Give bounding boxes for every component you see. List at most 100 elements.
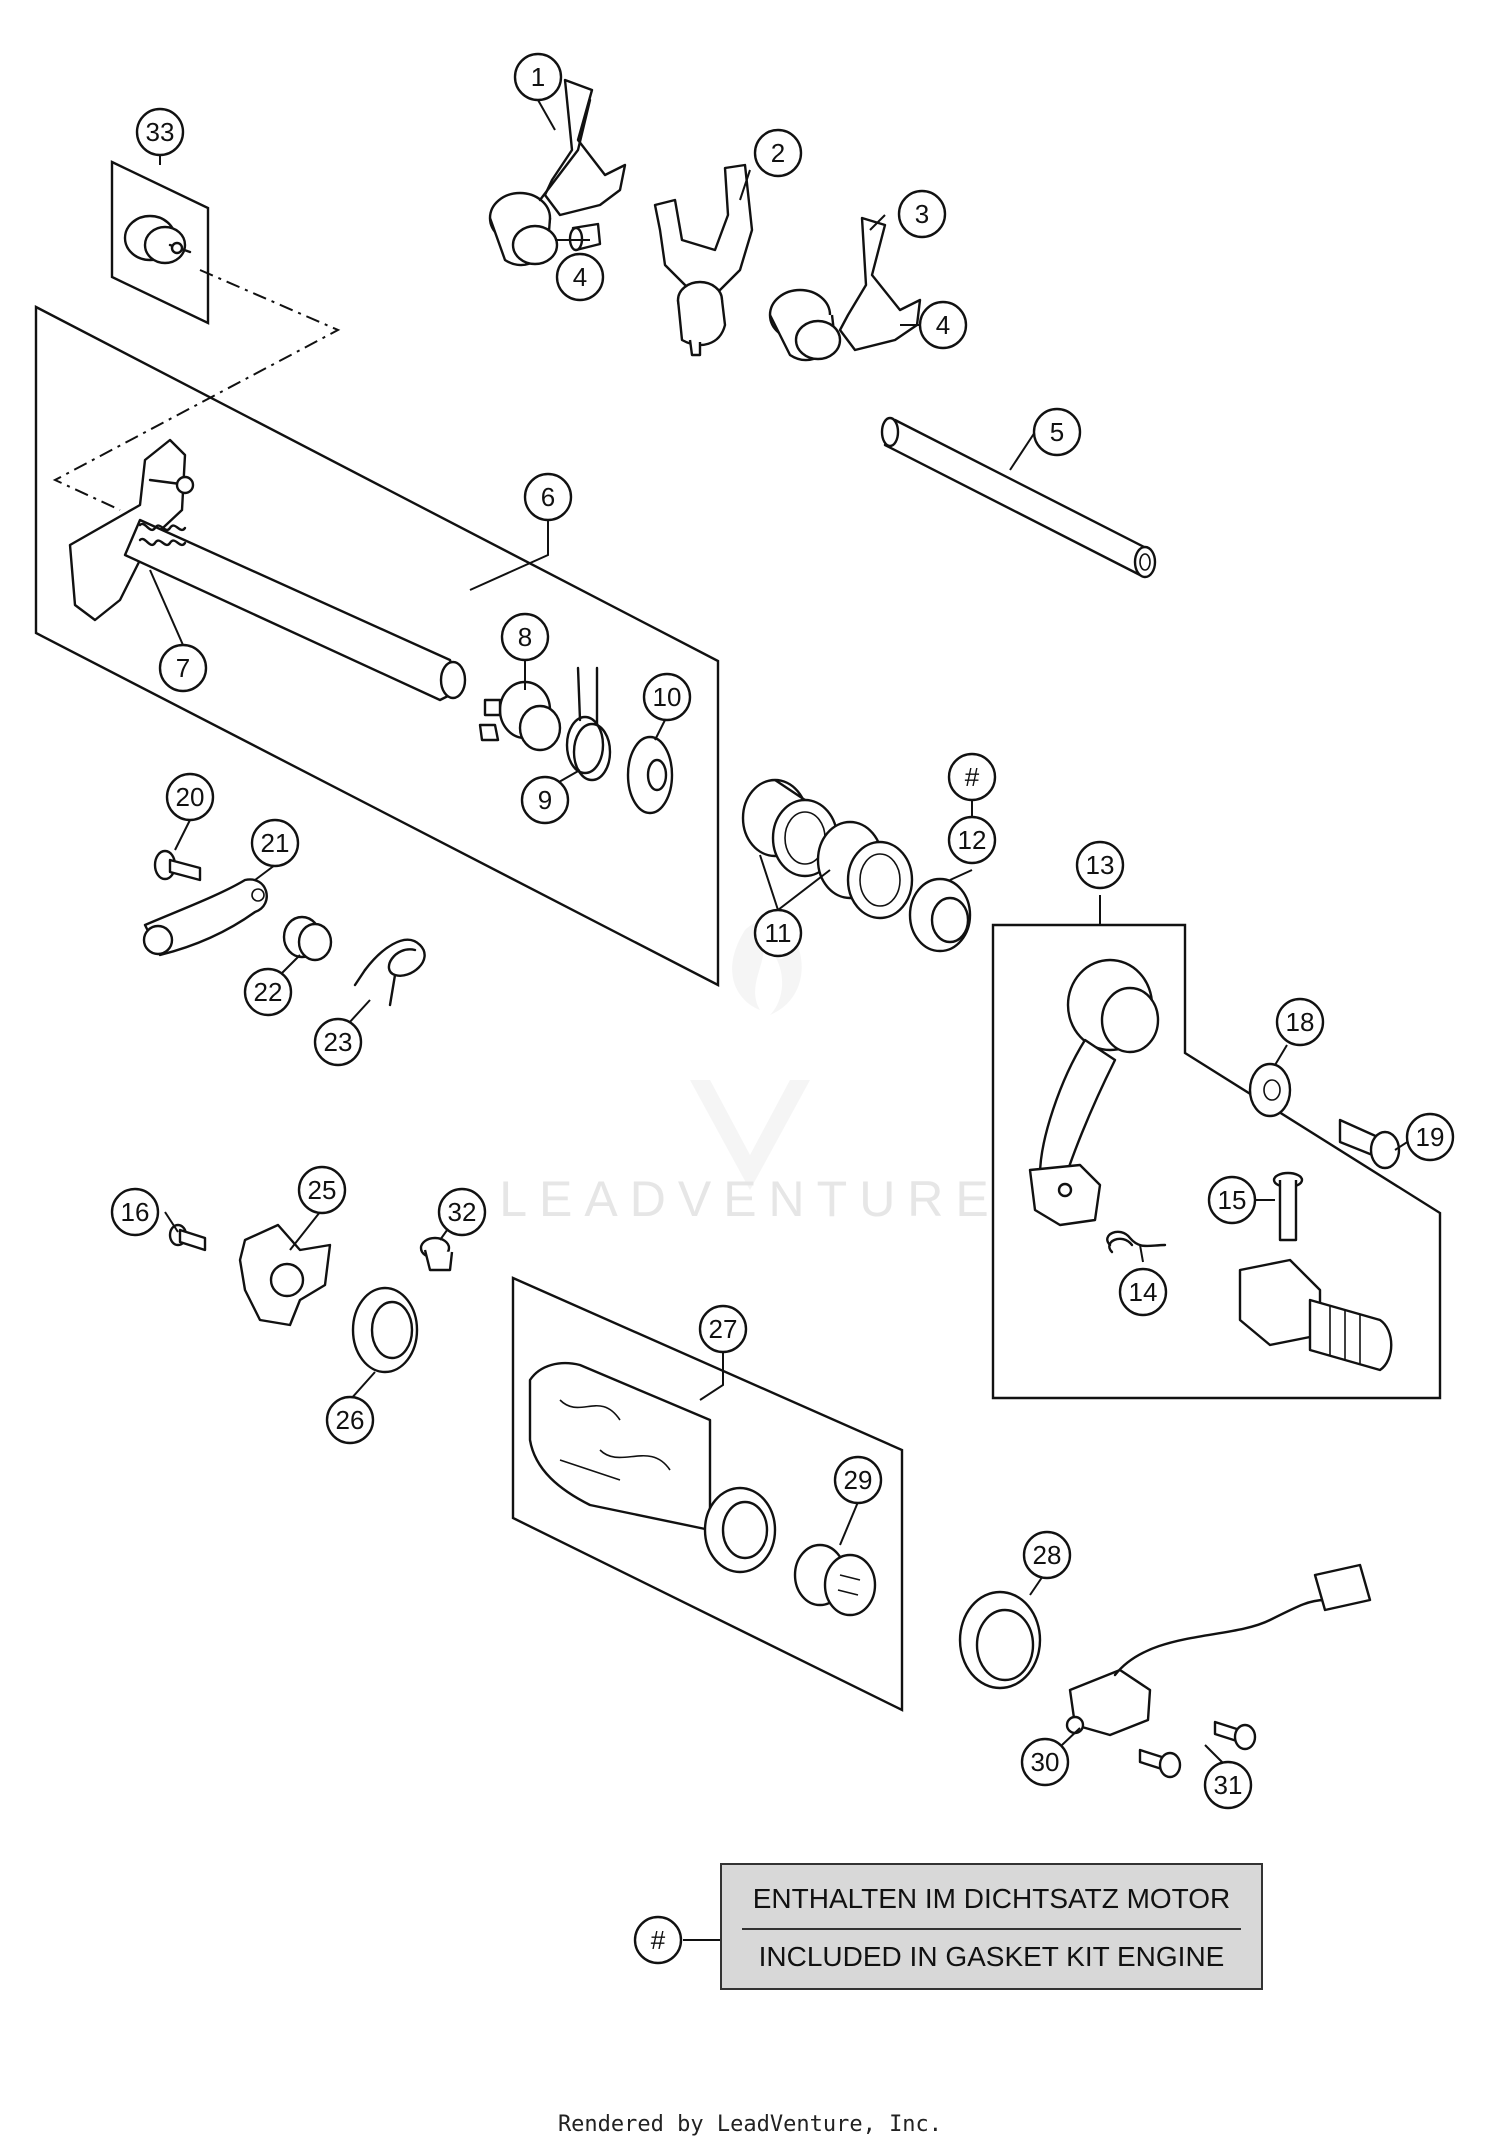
callout-29-label: 29 [844,1465,873,1495]
shift-lever-assembly-frame [991,923,1442,1400]
callout-33[interactable]: 33 [135,107,185,157]
legend-hash-callout: # [633,1915,683,1965]
callout-28-label: 28 [1033,1540,1062,1570]
legend-box: ENTHALTEN IM DICHTSATZ MOTOR INCLUDED IN… [720,1863,1263,1990]
callout-33-label: 33 [146,117,175,147]
detent-lever-21 [142,878,268,957]
legend-divider [742,1928,1241,1930]
guide-pin-4-top [568,222,602,252]
shift-fork-2 [653,163,754,357]
callout-1[interactable]: 1 [513,52,563,102]
shift-shaft-assembly-frame [34,305,720,987]
part-33-component [123,214,192,265]
ring-26 [351,1286,419,1374]
bolt-19 [1338,1118,1401,1170]
callout-11-label: 11 [765,918,792,948]
bolt-16 [168,1223,207,1252]
callout-18[interactable]: 18 [1275,997,1325,1047]
callout-7[interactable]: 7 [158,643,208,693]
callout-26-label: 26 [336,1405,365,1435]
callout-12-label: 12 [958,825,987,855]
part-33-frame [110,160,210,325]
callout-27[interactable]: 27 [698,1304,748,1354]
callout-18-label: 18 [1286,1007,1315,1037]
callout-3-label: 3 [915,199,929,229]
pin-15 [1272,1171,1304,1242]
callout-32-label: 32 [448,1197,477,1227]
callout-hash-label: # [965,762,980,792]
screw-31 [1138,1720,1257,1779]
watermark-text: LEADVENTURE [499,1171,1001,1227]
callout-29[interactable]: 29 [833,1455,883,1505]
shift-fork-1 [488,78,627,267]
callout-2[interactable]: 2 [753,128,803,178]
callout-20[interactable]: 20 [165,772,215,822]
callout-19[interactable]: 19 [1405,1112,1455,1162]
needle-bearing-11b [816,820,914,920]
callout-15[interactable]: 15 [1207,1175,1257,1225]
callout-6[interactable]: 6 [523,472,573,522]
shift-shaft-6 [68,438,467,702]
callout-28[interactable]: 28 [1022,1530,1072,1580]
washer-10 [626,735,674,815]
callout-14-label: 14 [1129,1277,1158,1307]
callout-7-label: 7 [176,653,190,683]
callout-30-label: 30 [1031,1747,1060,1777]
callout-4-top-label: 4 [573,262,587,292]
callout-22-label: 22 [254,977,283,1007]
legend-line-german: ENTHALTEN IM DICHTSATZ MOTOR [752,1883,1231,1914]
callout-23-label: 23 [324,1027,353,1057]
callout-4-right-label: 4 [936,310,950,340]
callout-25-label: 25 [308,1175,337,1205]
shift-fork-3 [768,216,922,362]
bushing-22 [282,915,333,962]
callout-30[interactable]: 30 [1020,1737,1070,1787]
shift-drum-27 [528,1361,777,1574]
callout-20-label: 20 [176,782,205,812]
callout-26[interactable]: 26 [325,1395,375,1445]
callout-10[interactable]: 10 [642,672,692,722]
callout-hash[interactable]: # [947,752,997,802]
callout-31[interactable]: 31 [1203,1760,1253,1810]
callout-22[interactable]: 22 [243,967,293,1017]
callout-11[interactable]: 11 [753,908,803,958]
callout-9-label: 9 [538,785,552,815]
callout-5-label: 5 [1050,417,1064,447]
callout-13[interactable]: 13 [1075,840,1125,890]
callout-14[interactable]: 14 [1118,1267,1168,1317]
shift-fork-shaft-5 [880,416,1157,579]
callout-6-label: 6 [541,482,555,512]
callout-13-label: 13 [1086,850,1115,880]
spring-clip-14 [1106,1230,1167,1254]
footer-credit: Rendered by LeadVenture, Inc. [557,2112,943,2137]
callout-27-label: 27 [709,1314,738,1344]
callout-16[interactable]: 16 [110,1187,160,1237]
sleeve-8 [478,680,562,752]
callout-4-top[interactable]: 4 [555,252,605,302]
bearing-29 [793,1543,877,1617]
callout-32[interactable]: 32 [437,1187,487,1237]
shift-lever-13 [1028,958,1160,1227]
callout-3[interactable]: 3 [897,189,947,239]
callout-23[interactable]: 23 [313,1017,363,1067]
leadventure-watermark-logo [690,921,810,1190]
callout-21[interactable]: 21 [250,818,300,868]
leader-lines [149,99,1416,1941]
callout-5[interactable]: 5 [1032,407,1082,457]
legend-line-english: INCLUDED IN GASKET KIT ENGINE [758,1941,1225,1972]
pin-20 [153,849,202,882]
callout-15-label: 15 [1218,1185,1247,1215]
callout-8-label: 8 [518,622,532,652]
callout-1-label: 1 [531,62,545,92]
callout-8[interactable]: 8 [500,612,550,662]
callout-12[interactable]: 12 [947,815,997,865]
callout-9[interactable]: 9 [520,775,570,825]
spring-7 [138,522,187,547]
callout-19-label: 19 [1416,1122,1445,1152]
callout-25[interactable]: 25 [297,1165,347,1215]
lock-washer-18 [1248,1062,1292,1118]
shift-tip-peg [1238,1258,1393,1372]
callout-4-right[interactable]: 4 [918,300,968,350]
callout-21-label: 21 [261,828,290,858]
